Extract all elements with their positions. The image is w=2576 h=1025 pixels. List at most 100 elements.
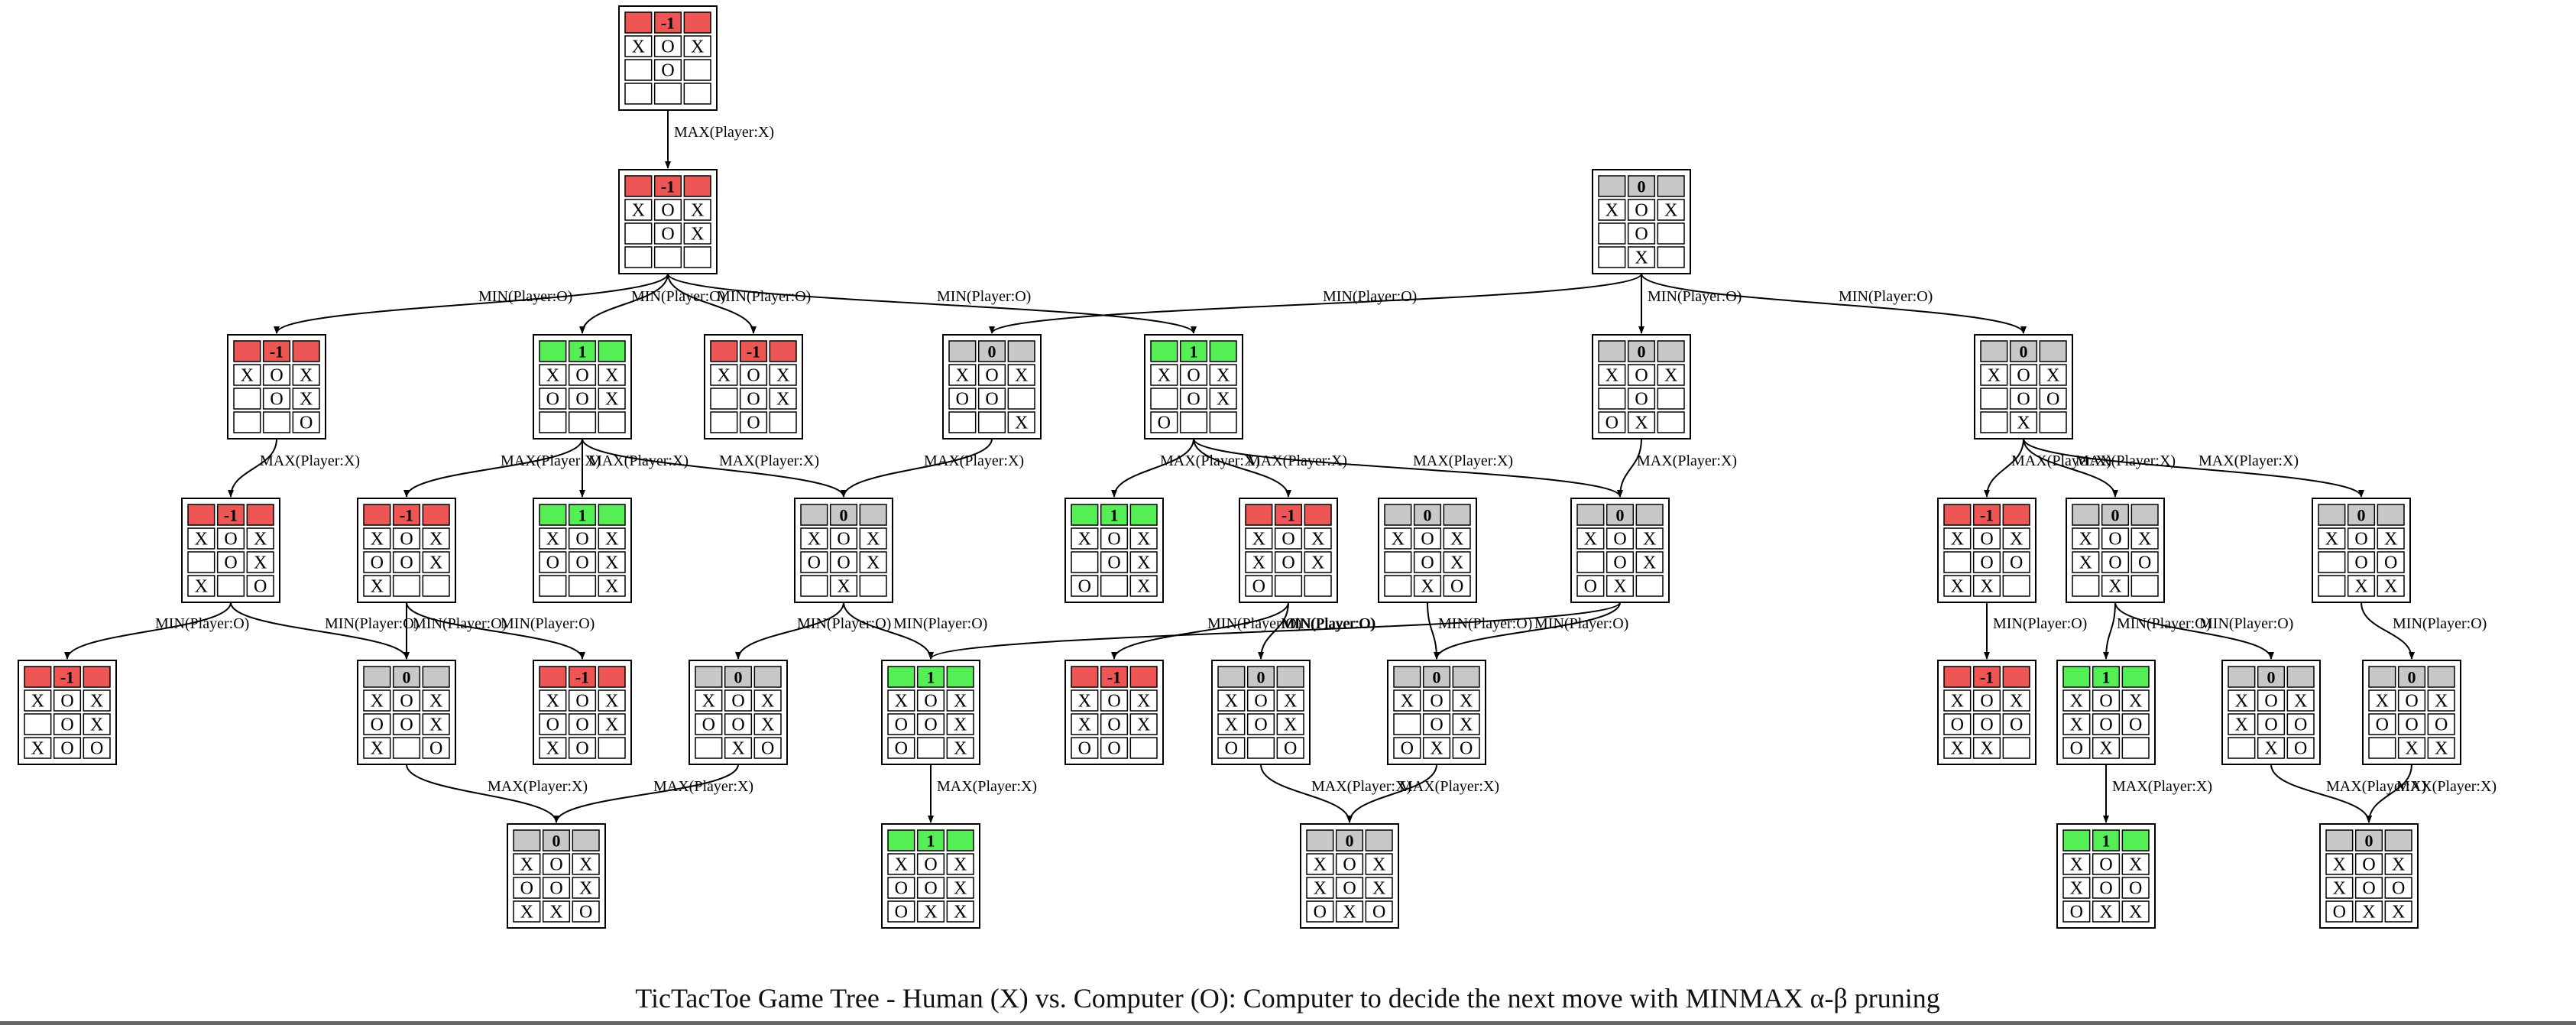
board-cell: [1452, 713, 1480, 735]
cell-mark: O: [1980, 553, 1993, 573]
cell-mark: O: [1421, 530, 1434, 550]
board-cell: [977, 411, 1006, 433]
score-cell: [1129, 666, 1158, 688]
board-cell: [2101, 575, 2130, 597]
cell-mark: X: [2264, 739, 2277, 759]
cell-mark: O: [1107, 692, 1120, 712]
cell-mark: O: [985, 390, 998, 410]
score-cell: [653, 175, 682, 197]
board-cell: [2347, 551, 2376, 573]
board-cell: [1384, 575, 1412, 597]
cell-mark: O: [575, 739, 588, 759]
board-cell: [916, 877, 945, 899]
board-cell: [624, 222, 653, 245]
edge-label: MAX(Player:X): [2326, 778, 2426, 795]
board-cell: [187, 527, 215, 550]
board-cell: [539, 364, 567, 386]
score-cell: [2092, 666, 2121, 688]
board-cell: [2002, 551, 2030, 573]
board-cell: [1943, 527, 1972, 550]
board-cell: [724, 689, 753, 712]
score-cell: [422, 666, 450, 688]
cell-mark: X: [776, 390, 789, 410]
score-cell: [2101, 504, 2130, 526]
score-label: -1: [661, 14, 675, 33]
edge-label: MIN(Player:O): [325, 615, 419, 632]
board-cell: [859, 527, 887, 550]
cell-mark: X: [1635, 414, 1648, 433]
score-label: 0: [2408, 668, 2416, 687]
tree-edge: [1193, 438, 1623, 498]
board-cell: [2101, 551, 2130, 573]
cell-mark: X: [1613, 577, 1626, 597]
board-cell: [572, 877, 600, 899]
cell-mark: O: [400, 553, 413, 573]
board-cell: [653, 35, 682, 57]
score-label: 1: [1190, 342, 1198, 362]
board-cell: [1100, 527, 1129, 550]
cell-mark: O: [546, 715, 559, 735]
board-cell: [216, 527, 245, 550]
board-cell: [1598, 246, 1626, 268]
score-cell: [1007, 340, 1035, 362]
edge-label: MIN(Player:O): [1839, 288, 1933, 305]
board-cell: [739, 411, 768, 433]
cell-mark: X: [2129, 692, 2142, 712]
board-cell: [568, 388, 597, 410]
edge-label: MIN(Player:O): [2199, 615, 2293, 632]
cell-mark: O: [254, 577, 267, 597]
edge-label: MAX(Player:X): [2011, 452, 2111, 469]
board-cell: [2427, 713, 2455, 735]
cell-mark: X: [371, 739, 384, 759]
cell-mark: X: [1137, 553, 1150, 573]
board-cell: [1972, 575, 2001, 597]
tree-edge: [228, 438, 277, 498]
score-cell: [513, 829, 541, 851]
board-cell: [683, 83, 711, 105]
board-cell: [392, 575, 421, 597]
board-cell: [568, 689, 597, 712]
cell-mark: X: [520, 903, 533, 923]
score-cell: [2368, 666, 2396, 688]
cell-mark: X: [1137, 692, 1150, 712]
score-cell: [363, 504, 391, 526]
cell-mark: X: [605, 553, 618, 573]
cell-mark: X: [2138, 530, 2151, 550]
score-cell: [624, 175, 653, 197]
cell-mark: X: [1137, 577, 1150, 597]
score-cell: [724, 666, 753, 688]
score-label: 0: [734, 668, 743, 687]
score-cell: [1179, 340, 1208, 362]
score-label: -1: [1980, 506, 1994, 525]
board-cell: [2039, 388, 2067, 410]
cell-mark: O: [2354, 553, 2367, 573]
tree-edge: [403, 438, 583, 498]
board-cell: [1217, 737, 1246, 759]
cell-mark: O: [2376, 715, 2389, 735]
board-cell: [2228, 737, 2256, 759]
cell-mark: X: [2362, 903, 2375, 923]
board-cell: [2427, 737, 2455, 759]
cell-mark: O: [1254, 715, 1267, 735]
cell-mark: O: [575, 692, 588, 712]
cell-mark: O: [1107, 739, 1120, 759]
board-cell: [1384, 527, 1412, 550]
score-label: 0: [840, 506, 848, 525]
cell-mark: O: [2264, 692, 2277, 712]
board-cell: [392, 689, 421, 712]
cell-mark: O: [1430, 692, 1443, 712]
cell-mark: X: [546, 692, 559, 712]
cell-mark: O: [224, 530, 237, 550]
board-cell: [24, 737, 52, 759]
cell-mark: X: [90, 715, 103, 735]
board-cell: [1657, 246, 1685, 268]
board-cell: [1304, 527, 1332, 550]
board-cell: [2286, 713, 2315, 735]
score-cell: [1276, 666, 1304, 688]
board-cell: [539, 713, 567, 735]
cell-mark: O: [1635, 225, 1648, 245]
